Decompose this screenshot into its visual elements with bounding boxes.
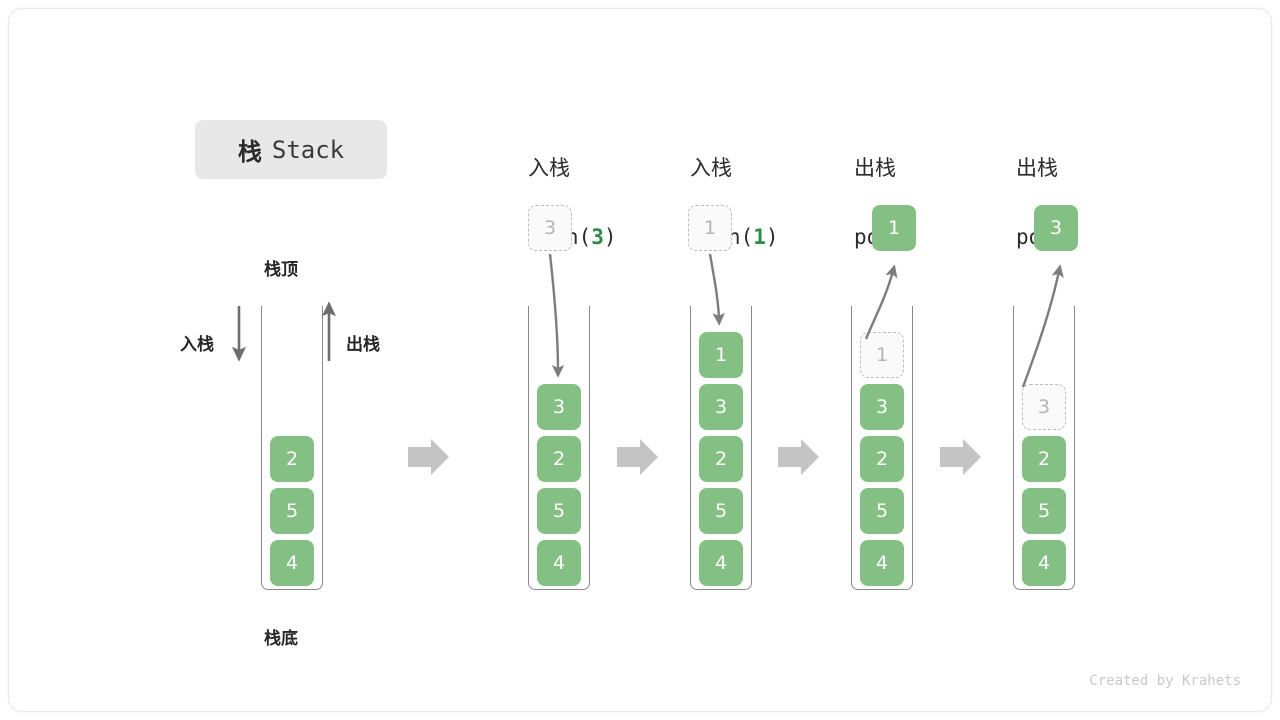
code-suffix: ) (603, 225, 617, 249)
arrow-overlay (231, 253, 1064, 475)
stack-cell: 4 (270, 540, 314, 586)
push-direction-label: 入栈 (180, 335, 214, 355)
stack-cell: 4 (1022, 540, 1066, 586)
stack-cell-removed: 1 (860, 332, 904, 378)
stack-cell: 2 (860, 436, 904, 482)
incoming-element-box: 1 (688, 205, 732, 251)
stack-cell: 2 (537, 436, 581, 482)
stack-cell: 2 (270, 436, 314, 482)
title-badge: 栈 Stack (195, 120, 387, 179)
stack-cell: 1 (699, 332, 743, 378)
code-arg: 1 (753, 225, 766, 249)
incoming-element-box: 3 (528, 205, 572, 251)
stack-cell: 4 (537, 540, 581, 586)
panel-header-cn: 出栈 (854, 156, 896, 180)
stack-cell: 5 (537, 488, 581, 534)
panel-header-pop-3: 出栈 pop() (1016, 115, 1079, 291)
tube-wall (690, 306, 752, 590)
panel-header-cn: 入栈 (690, 156, 732, 180)
panel-header-push-3: 入栈 push(3) (528, 115, 617, 291)
step-arrow-1 (408, 439, 449, 475)
stack-cell: 2 (1022, 436, 1066, 482)
title-en: Stack (271, 135, 345, 164)
stack-tube-push-1: 1 3 2 5 4 (690, 306, 752, 590)
stack-cell: 3 (699, 384, 743, 430)
stack-tube-pop-1: 1 3 2 5 4 (851, 306, 913, 590)
stack-cell: 4 (699, 540, 743, 586)
tube-wall (1013, 306, 1075, 590)
panel-header-push-1: 入栈 push(1) (690, 115, 779, 291)
footer-credit: Created by Krahets (1089, 673, 1241, 689)
step-arrow-4 (940, 439, 981, 475)
stack-cell: 4 (860, 540, 904, 586)
step-arrow-2 (617, 439, 658, 475)
stack-tube-pop-3: 3 2 5 4 (1013, 306, 1075, 590)
stack-cell: 3 (537, 384, 581, 430)
stack-top-label: 栈顶 (264, 260, 298, 280)
popped-element-box: 1 (872, 205, 916, 251)
stack-tube-push-3: 3 2 5 4 (528, 306, 590, 590)
tube-wall (261, 306, 323, 590)
stack-cell: 5 (1022, 488, 1066, 534)
pop-direction-label: 出栈 (346, 335, 380, 355)
panel-header-pop-1: 出栈 pop() (854, 115, 917, 291)
stack-cell: 5 (860, 488, 904, 534)
stack-bottom-label: 栈底 (264, 629, 298, 649)
tube-wall (528, 306, 590, 590)
code-suffix: ) (765, 225, 779, 249)
diagram-canvas: 栈 Stack 栈顶 栈底 入栈 出栈 2 5 4 入栈 push(3) 3 3 … (8, 8, 1272, 712)
title-cn: 栈 (237, 138, 262, 166)
panel-header-cn: 出栈 (1016, 156, 1058, 180)
stack-cell: 2 (699, 436, 743, 482)
panel-header-cn: 入栈 (528, 156, 570, 180)
code-arg: 3 (591, 225, 604, 249)
stack-cell: 3 (860, 384, 904, 430)
stack-tube-initial: 2 5 4 (261, 306, 323, 590)
stack-cell-removed: 3 (1022, 384, 1066, 430)
stack-cell: 5 (699, 488, 743, 534)
tube-wall (851, 306, 913, 590)
stack-cell: 5 (270, 488, 314, 534)
popped-element-box: 3 (1034, 205, 1078, 251)
step-arrow-3 (778, 439, 819, 475)
